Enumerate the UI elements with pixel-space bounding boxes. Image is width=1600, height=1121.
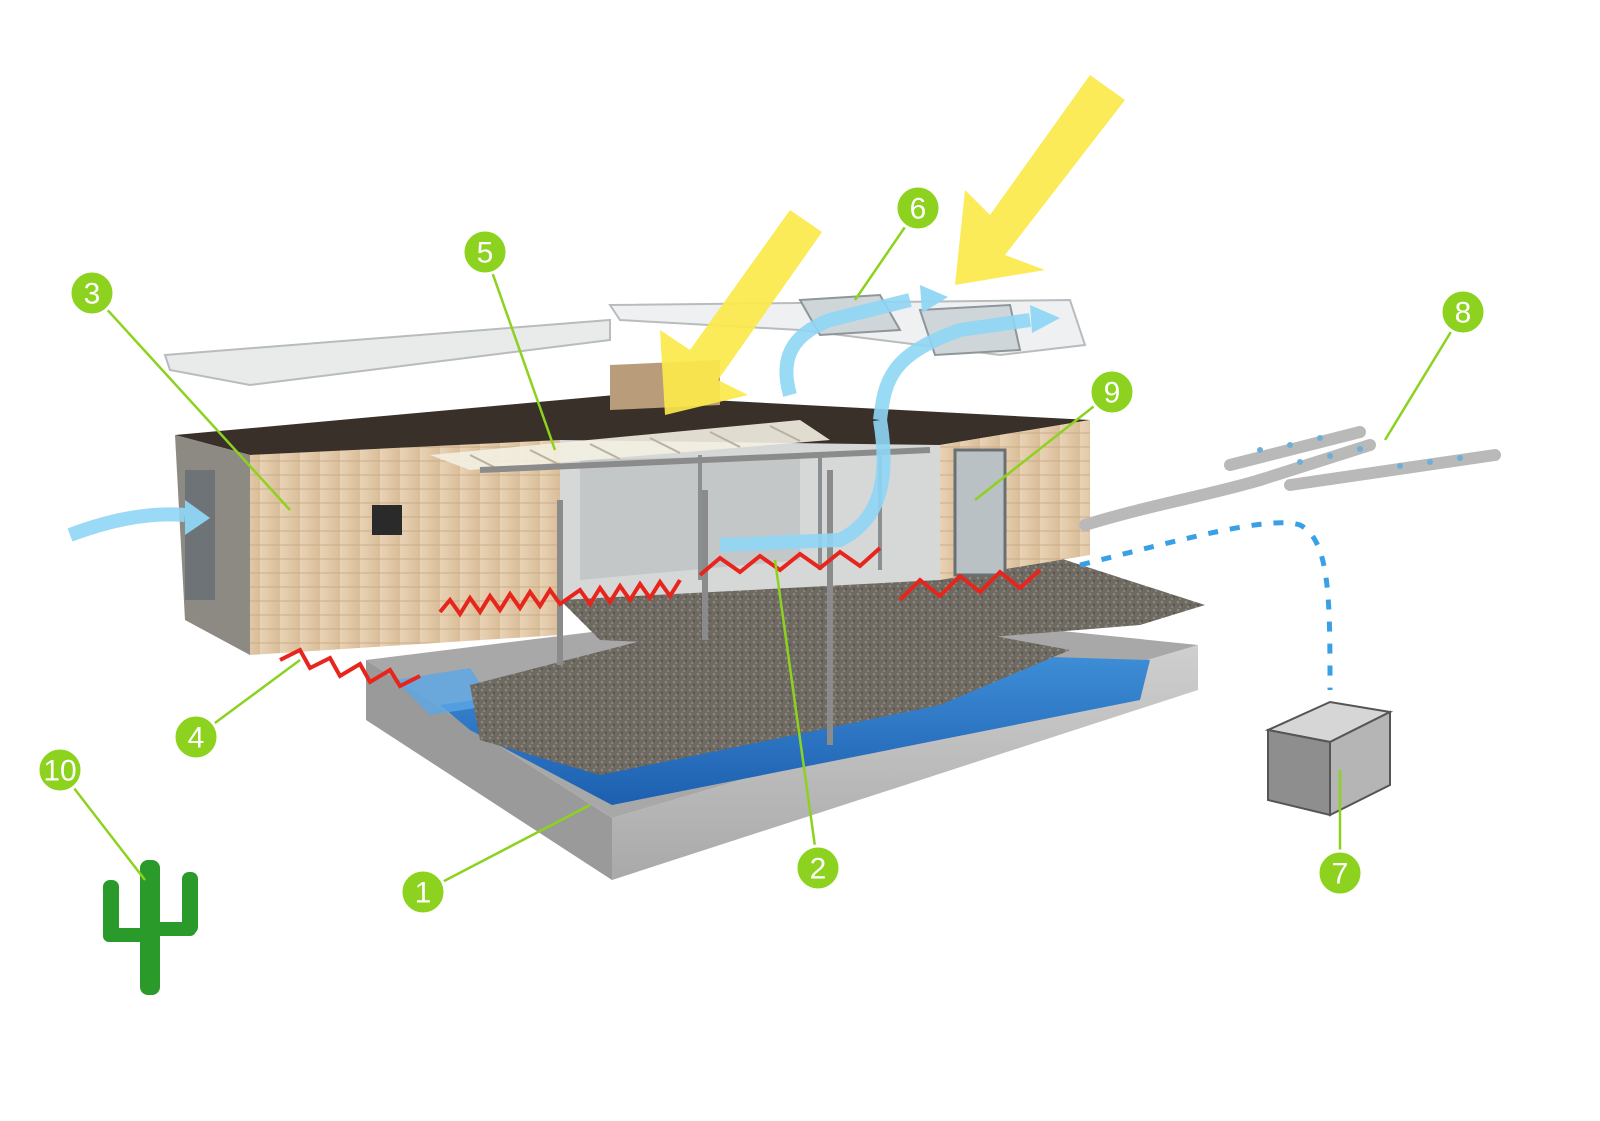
callout-2: 2 bbox=[794, 844, 842, 892]
callout-6: 6 bbox=[894, 184, 942, 232]
svg-text:5: 5 bbox=[477, 237, 494, 270]
svg-text:9: 9 bbox=[1104, 377, 1121, 410]
callout-7: 7 bbox=[1316, 849, 1364, 897]
geothermal-loop-line bbox=[1079, 520, 1333, 691]
radiant-floor-heating bbox=[279, 546, 1042, 689]
roof-exploded bbox=[163, 293, 1087, 410]
small-window bbox=[372, 505, 402, 535]
ground-source-heat-pump bbox=[1264, 700, 1394, 817]
callout-1: 1 bbox=[399, 868, 447, 916]
svg-text:1: 1 bbox=[415, 877, 432, 910]
house-volume bbox=[175, 395, 1090, 745]
cactus-icon bbox=[103, 860, 198, 995]
sun-ray-small bbox=[660, 210, 822, 415]
callout-5: 5 bbox=[461, 228, 509, 276]
svg-text:8: 8 bbox=[1455, 297, 1472, 330]
callout-3: 3 bbox=[68, 269, 116, 317]
callout-9: 9 bbox=[1088, 368, 1136, 416]
glazed-door bbox=[953, 448, 1007, 577]
svg-text:6: 6 bbox=[910, 193, 927, 226]
irrigation-drips bbox=[1257, 435, 1463, 469]
callout-10: 10 bbox=[36, 746, 84, 794]
airflow-arrows bbox=[67, 293, 1031, 552]
svg-text:7: 7 bbox=[1332, 858, 1349, 891]
airflow-arrowheads bbox=[185, 285, 1060, 535]
callout-8: 8 bbox=[1439, 288, 1487, 336]
sun-ray-large bbox=[955, 75, 1125, 285]
pool-basin bbox=[366, 600, 1198, 880]
svg-text:10: 10 bbox=[43, 755, 76, 788]
svg-text:2: 2 bbox=[810, 853, 827, 886]
callout-4: 4 bbox=[172, 713, 220, 761]
svg-text:3: 3 bbox=[84, 278, 101, 311]
svg-text:4: 4 bbox=[188, 722, 205, 755]
wood-cladding-wall bbox=[250, 440, 560, 655]
gravel-deck bbox=[470, 600, 1070, 775]
gravel-slab bbox=[560, 555, 1205, 650]
pergola-shading bbox=[430, 420, 931, 745]
